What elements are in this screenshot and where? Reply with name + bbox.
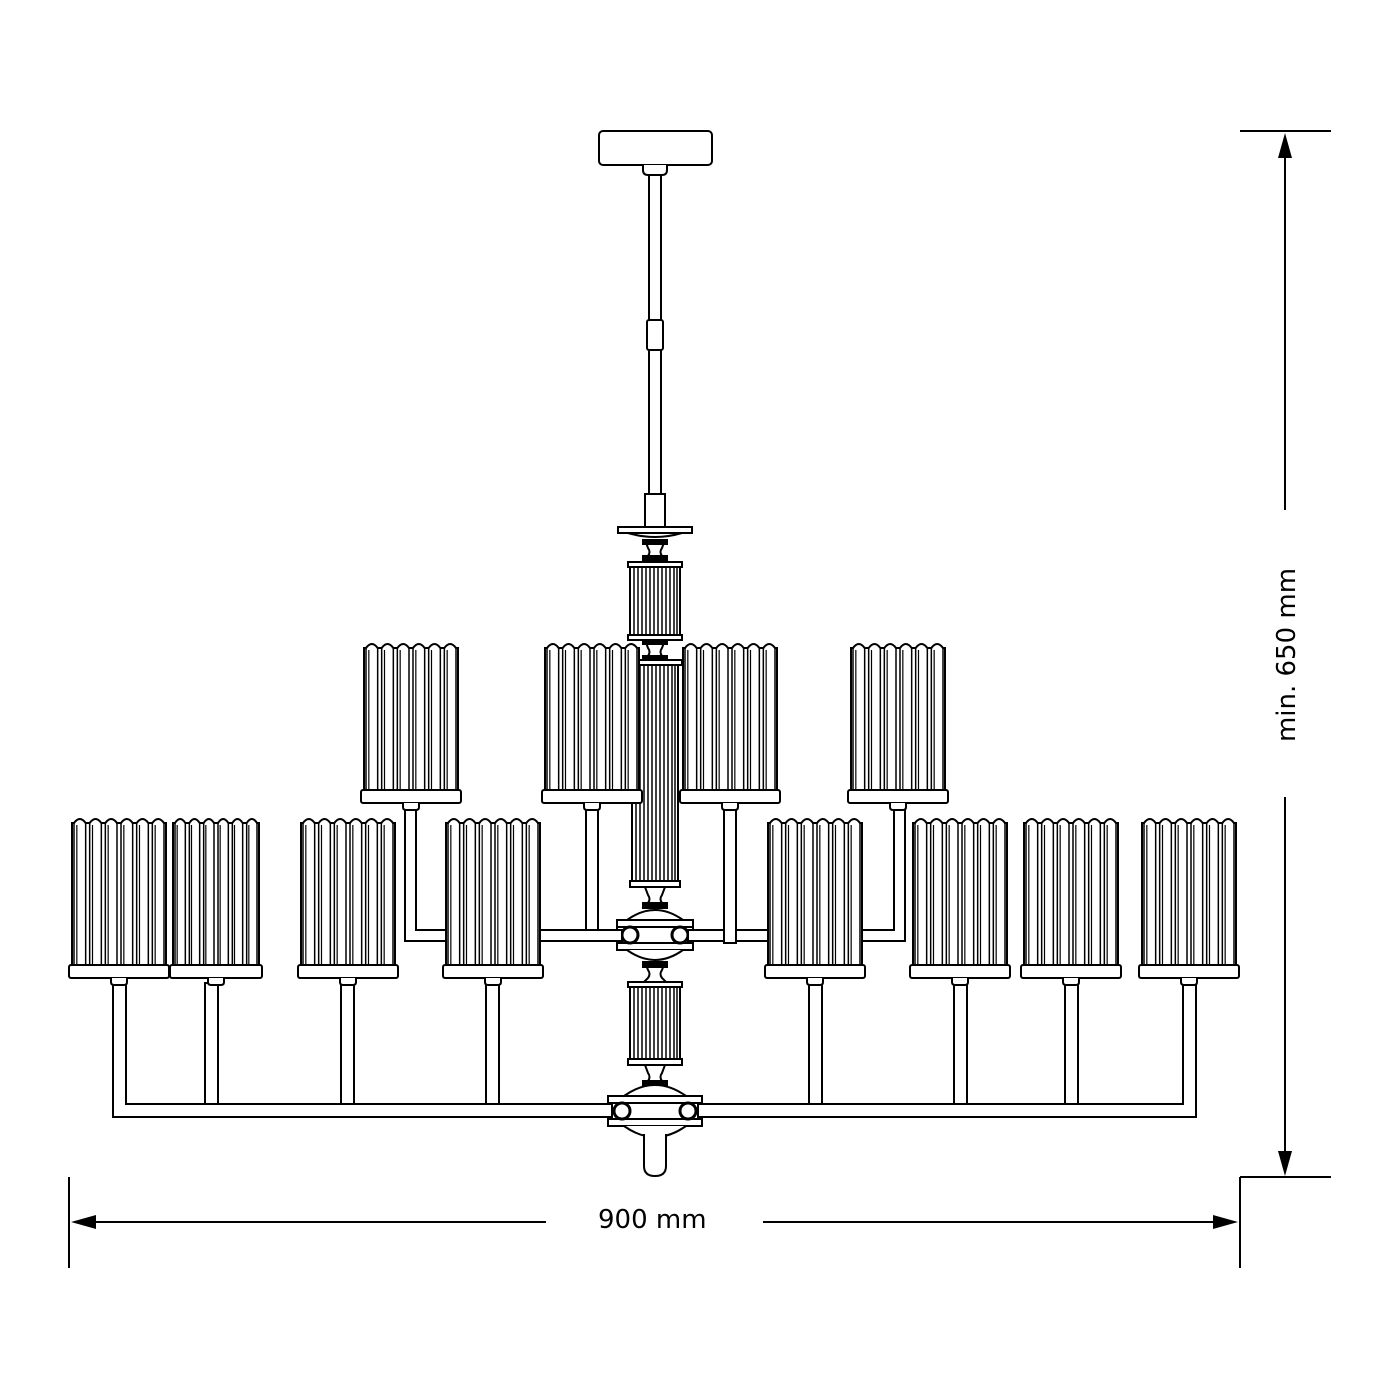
upper-tier-shades [360, 643, 949, 811]
lamp-shade [1138, 818, 1240, 986]
lamp-shade [360, 643, 462, 811]
upper-hub [616, 886, 694, 988]
lamp-shade [679, 643, 781, 811]
width-dimension [68, 1177, 1241, 1268]
lamp-shade [1020, 818, 1122, 986]
fluted-column-upper [627, 566, 683, 666]
width-dimension-label: 900 mm [598, 1205, 707, 1235]
suspension-rod [644, 175, 666, 528]
lamp-shade [909, 818, 1011, 986]
lamp-shade [541, 643, 643, 811]
column-top-cap [617, 526, 693, 568]
height-dimension [1240, 130, 1331, 1178]
lamp-shade [764, 818, 866, 986]
height-dimension-label: min. 650 mm [1272, 567, 1302, 743]
lower-tier-shades [68, 818, 1240, 986]
lamp-shade [169, 818, 263, 986]
lamp-shade [847, 643, 949, 811]
lamp-shade [297, 818, 399, 986]
lamp-shade [442, 818, 544, 986]
ceiling-canopy [598, 130, 713, 176]
lamp-shade [68, 818, 170, 986]
fluted-column-middle [629, 664, 681, 888]
lower-hub [607, 1064, 703, 1178]
upper-tier-arms [404, 807, 906, 944]
fluted-column-lower [627, 986, 683, 1066]
